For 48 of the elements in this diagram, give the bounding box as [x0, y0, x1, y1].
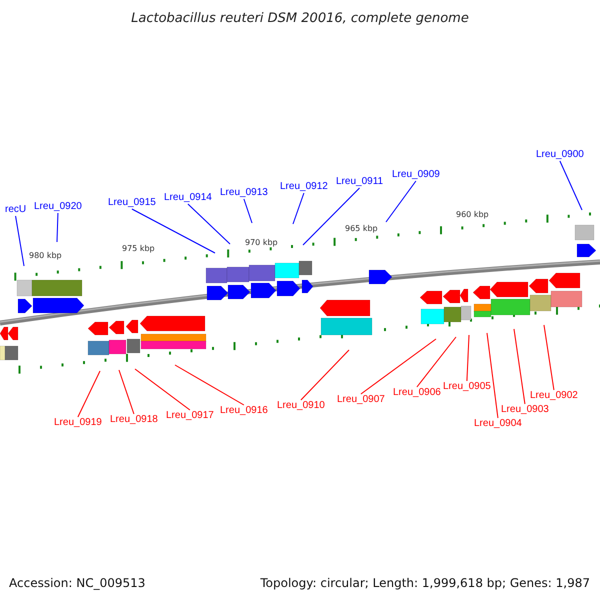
gene-label: recU — [5, 204, 26, 216]
leader-line — [559, 160, 582, 210]
leader-line — [77, 370, 100, 418]
leader-line — [15, 216, 24, 266]
leader-line — [56, 212, 58, 242]
leader-line — [360, 338, 436, 394]
leader-line — [300, 350, 350, 400]
gene-label: Lreu_0914 — [164, 192, 212, 204]
leader-line — [544, 324, 554, 390]
gene-label: Lreu_0919 — [54, 417, 102, 429]
gene-label: Lreu_0913 — [220, 187, 268, 199]
leader-line — [302, 188, 360, 246]
leader-line — [174, 364, 244, 406]
leader-line — [131, 208, 216, 254]
footer-text: Topology: circular; Length: 1,999,618 bp; Genes: 1,987 — [260, 575, 590, 592]
leader-line — [466, 334, 470, 382]
gene-label: Lreu_0920 — [34, 201, 82, 213]
gene-label: Lreu_0911 — [336, 176, 384, 188]
gene-label: Lreu_0904 — [474, 418, 522, 430]
leader-line — [134, 368, 190, 410]
scale-label: 975 kbp — [122, 244, 155, 254]
gene-label: Lreu_0912 — [280, 181, 328, 193]
leader-line — [416, 336, 456, 388]
gene-label: Lreu_0917 — [166, 410, 214, 422]
gene-label: Lreu_0902 — [530, 390, 578, 402]
leader-line — [187, 204, 230, 244]
gene-label: Lreu_0905 — [443, 381, 491, 393]
gene-label: Lreu_0909 — [392, 169, 440, 181]
scale-label: 965 kbp — [345, 224, 378, 234]
leader-line — [514, 328, 526, 404]
gene-label: Lreu_0918 — [110, 414, 158, 426]
scale-label: 980 kbp — [29, 251, 62, 261]
gene-label: Lreu_0910 — [277, 400, 325, 412]
gene-label: Lreu_0900 — [536, 149, 584, 161]
leader-line — [292, 192, 304, 224]
gene-label: Lreu_0903 — [501, 404, 549, 416]
footer-text: Accession: NC_009513 — [9, 575, 146, 592]
leader-line — [386, 180, 416, 222]
leader-line — [243, 198, 252, 224]
leader-line — [486, 332, 498, 418]
gene-label: Lreu_0916 — [220, 405, 268, 417]
scale-label: 960 kbp — [456, 210, 489, 220]
title: Lactobacillus reuteri DSM 20016, complete genome — [130, 10, 470, 28]
leader-line — [118, 370, 134, 414]
gene-label: Lreu_0915 — [108, 197, 156, 209]
gene-label: Lreu_0907 — [337, 394, 385, 406]
gene-label: Lreu_0906 — [393, 387, 441, 399]
scale-label: 970 kbp — [245, 238, 278, 248]
